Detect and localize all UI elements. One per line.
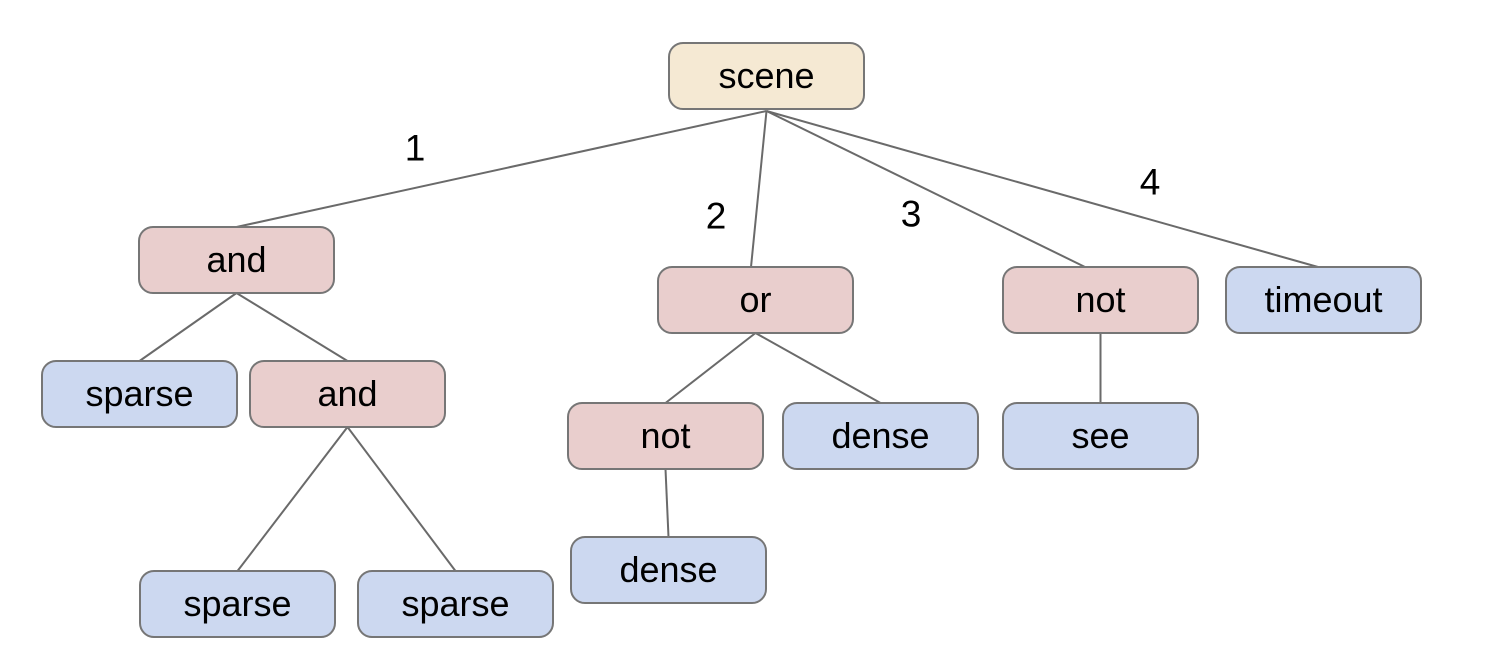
edge-scene-or: [750, 110, 768, 268]
node-sparse-3: sparse: [357, 570, 554, 638]
node-dense-2: dense: [570, 536, 767, 604]
branch-label-2: 2: [705, 195, 727, 237]
node-see-1: see: [1002, 402, 1199, 470]
node-and-2: and: [249, 360, 446, 428]
node-or-1: or: [657, 266, 854, 334]
edge-or-dense: [755, 332, 881, 404]
node-scene: scene: [668, 42, 865, 110]
node-sparse-1: sparse: [41, 360, 238, 428]
node-timeout-1: timeout: [1225, 266, 1422, 334]
edge-and2-sparse3: [346, 426, 457, 572]
edge-and-sparse: [138, 292, 238, 362]
node-not-1: not: [1002, 266, 1199, 334]
edge-and2-sparse2: [236, 426, 349, 572]
branch-label-1: 1: [404, 127, 426, 169]
node-and-1: and: [138, 226, 335, 294]
branch-label-4: 4: [1139, 161, 1161, 203]
branch-label-3: 3: [900, 193, 922, 235]
edge-not2-dense2: [664, 468, 670, 538]
edge-or-not: [664, 332, 757, 404]
node-sparse-2: sparse: [139, 570, 336, 638]
node-not-2: not: [567, 402, 764, 470]
node-dense-1: dense: [782, 402, 979, 470]
edge-and-and: [235, 292, 349, 362]
edge-scene-not: [766, 110, 1086, 268]
edge-scene-and: [236, 110, 767, 228]
edge-scene-timeout: [766, 110, 1319, 268]
